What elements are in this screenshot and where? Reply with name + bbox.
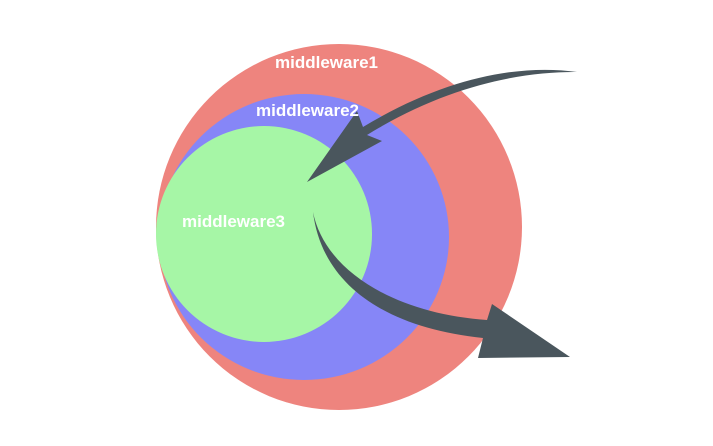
layer-middleware3-circle bbox=[156, 126, 372, 342]
outgoing-arrow-icon bbox=[313, 212, 570, 358]
layer-label-middleware2: middleware2 bbox=[256, 101, 359, 120]
layer-label-middleware3: middleware3 bbox=[182, 212, 285, 231]
incoming-arrow-icon bbox=[307, 69, 577, 182]
layer-label-middleware1: middleware1 bbox=[275, 53, 378, 72]
